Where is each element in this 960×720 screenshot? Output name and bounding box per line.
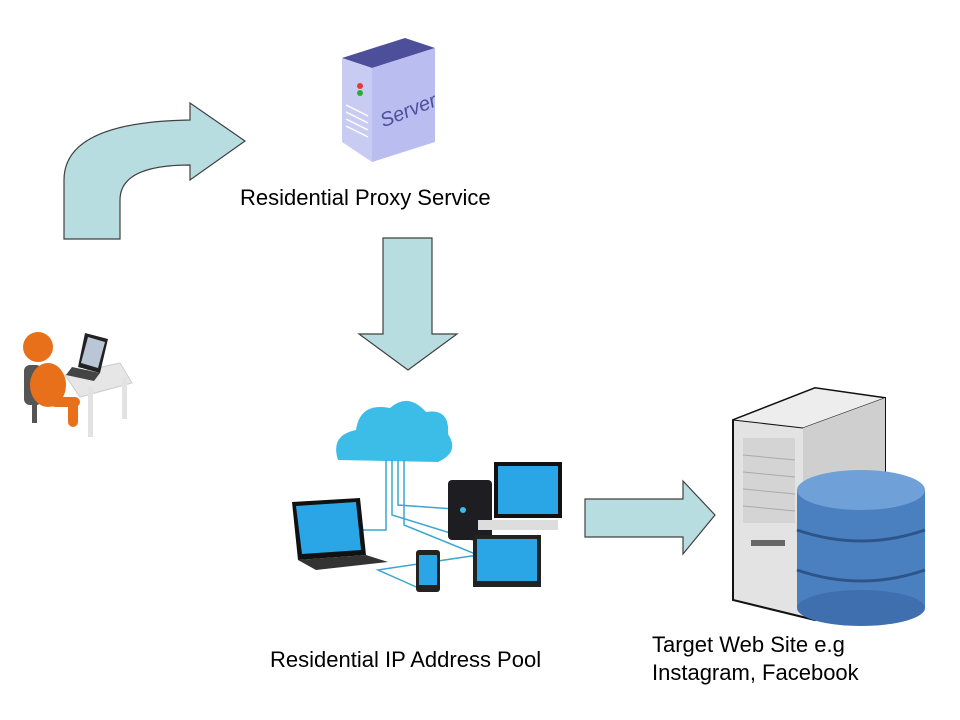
ip-pool-node (268, 390, 588, 630)
server-icon: Server (342, 38, 441, 162)
proxy-service-label: Residential Proxy Service (240, 185, 491, 210)
user-node (10, 325, 140, 445)
cloud-network-devices-icon (292, 400, 562, 592)
target-label-line1: Target Web Site e.g (652, 632, 845, 657)
down-arrow-proxy-to-pool (357, 237, 459, 371)
database-server-icon (732, 386, 926, 626)
person-at-computer-icon (23, 332, 133, 437)
right-arrow-pool-to-target (584, 479, 716, 556)
ip-pool-label: Residential IP Address Pool (270, 647, 542, 672)
target-node (725, 380, 935, 626)
target-label-line2: Instagram, Facebook (652, 660, 859, 685)
proxy-server-node: Server (330, 30, 450, 170)
